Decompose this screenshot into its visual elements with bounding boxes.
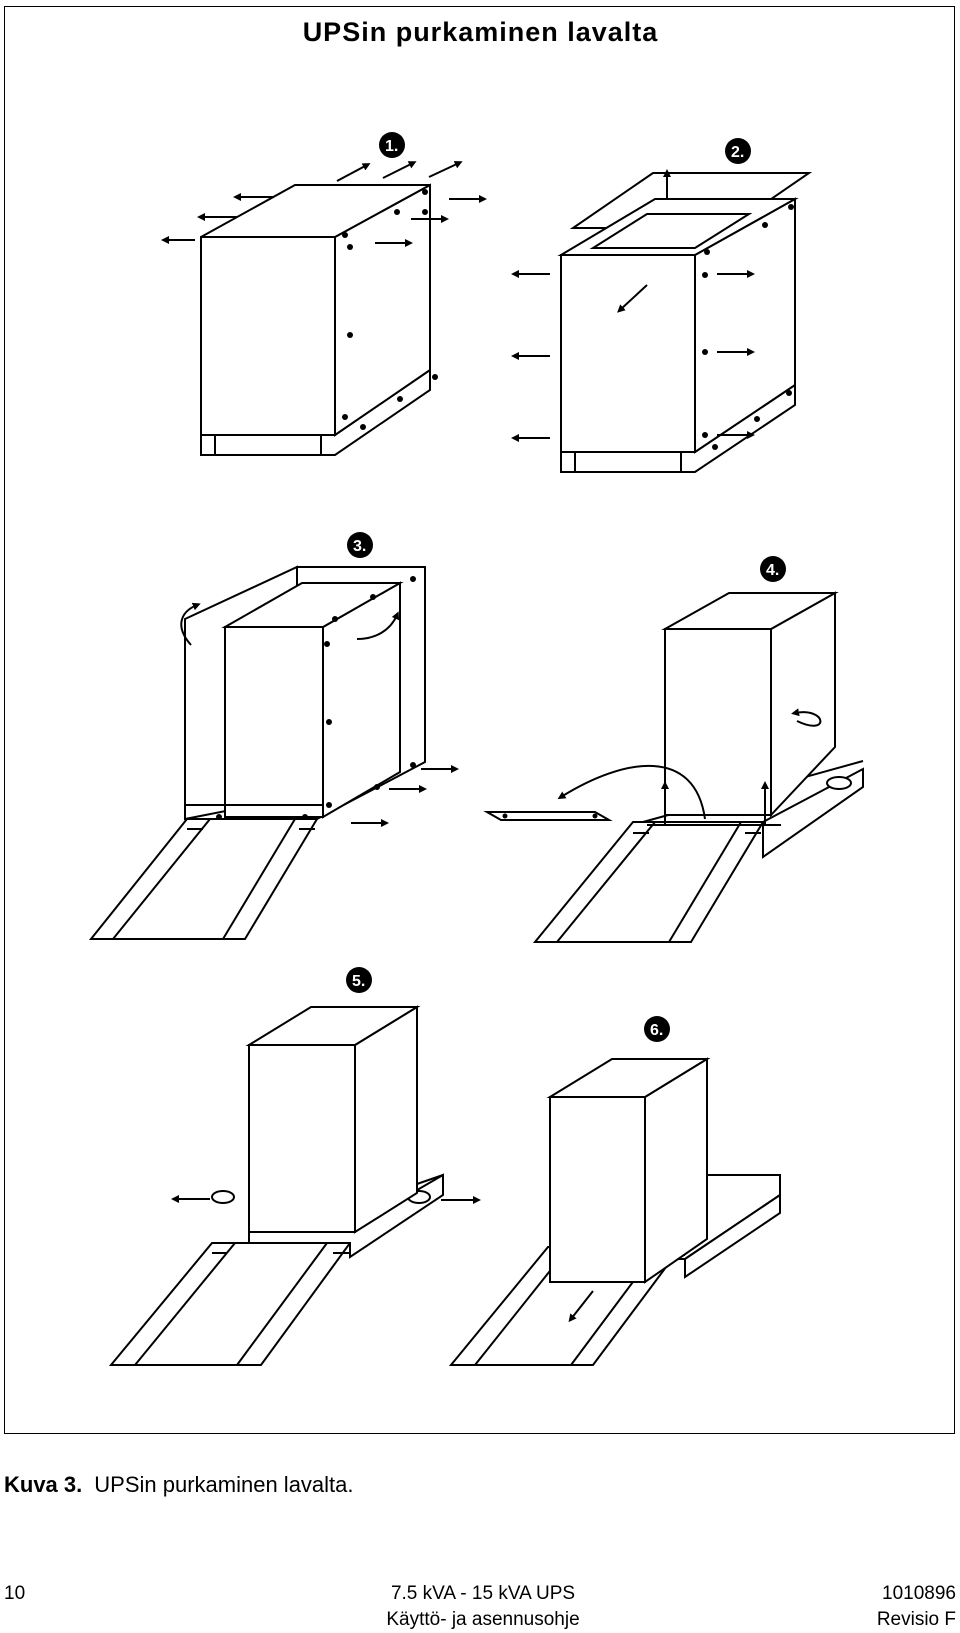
footer-product: 7.5 kVA - 15 kVA UPS — [390, 1583, 576, 1604]
step-1-badge: 1. — [379, 132, 405, 158]
step-4-label: 4. — [766, 562, 779, 579]
unpacking-diagram: 1. — [88, 132, 864, 1366]
footer-doc-number: 1010896 — [882, 1583, 956, 1604]
step-2-label: 2. — [731, 144, 744, 161]
step-5-label: 5. — [352, 973, 365, 990]
caption-label: Kuva 3. — [4, 1472, 83, 1497]
step-1-illustration — [161, 161, 487, 456]
caption-text: UPSin purkaminen lavalta. — [94, 1472, 354, 1497]
step-3-illustration — [88, 565, 459, 940]
page-number: 10 — [4, 1583, 26, 1604]
step-3-badge: 3. — [347, 532, 373, 558]
footer-product-block: 7.5 kVA - 15 kVA UPS Käyttö- ja asennuso… — [378, 1581, 588, 1633]
footer-doc-block: 1010896 Revisio F — [877, 1581, 956, 1633]
step-3-label: 3. — [353, 538, 366, 555]
step-2-badge: 2. — [725, 138, 751, 164]
step-1-label: 1. — [385, 138, 398, 155]
step-2-illustration — [511, 169, 813, 473]
step-6-label: 6. — [650, 1022, 663, 1039]
step-5-illustration — [108, 1005, 481, 1366]
figure-caption: Kuva 3. UPSin purkaminen lavalta. — [4, 1472, 354, 1498]
step-4-illustration — [483, 591, 864, 943]
step-6-badge: 6. — [644, 1016, 670, 1042]
figure-frame: UPSin purkaminen lavalta — [4, 6, 955, 1434]
footer-revision: Revisio F — [876, 1609, 956, 1630]
figure-title: UPSin purkaminen lavalta — [302, 17, 659, 47]
footer-manual: Käyttö- ja asennusohje — [386, 1609, 580, 1630]
step-5-badge: 5. — [346, 967, 372, 993]
step-4-badge: 4. — [760, 556, 786, 582]
step-6-illustration — [448, 1057, 781, 1366]
